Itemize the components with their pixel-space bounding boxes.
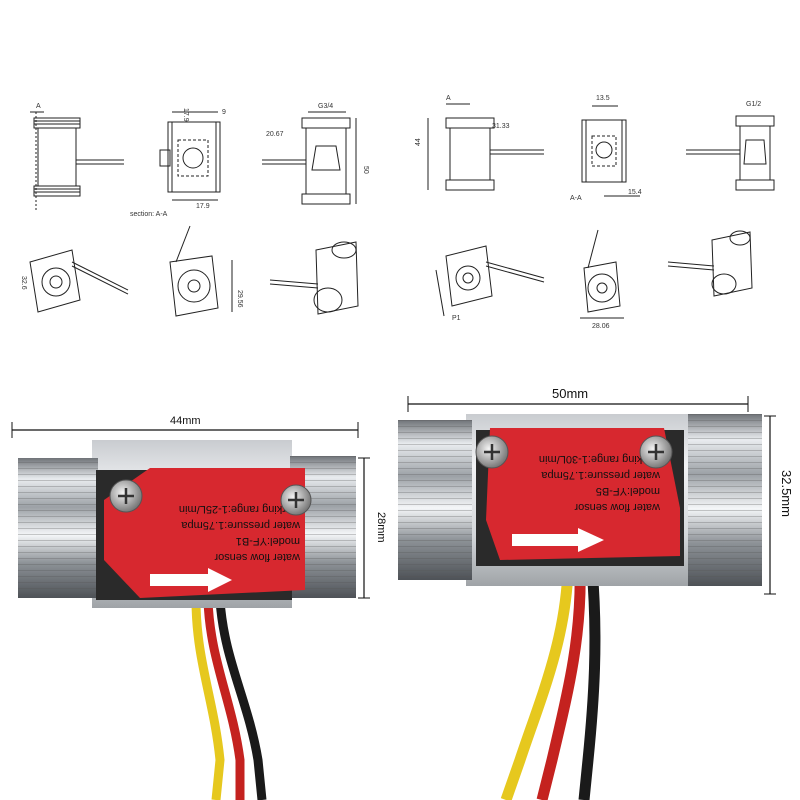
yf-b5-label-line-3: water pressure:1.75mpa [541,469,661,481]
yf-b1-iso-view-1 [29,249,129,313]
yf-b5-dim-width: 13.5 [596,95,610,102]
yf-b1-front-view [30,111,124,210]
yf-b1-dim-offset: 20.67 [266,131,284,138]
yf-b1-label-line-3: water pressure:1.75mpa [181,519,301,531]
yf-b1-dim-iso-a: 32.6 [20,276,27,290]
yf-b1-dim-height: 50 [362,166,369,174]
yf-b1-label-line-2: model:YF-B1 [236,535,300,547]
yf-b5-dim-iso-b: 28.06 [592,323,610,330]
yf-b5-iso-view-1 [435,245,545,317]
yf-b1-dim-width: 17.9 [182,108,189,122]
yf-b5-section-view [581,105,640,197]
yf-b5-section-label: A [446,95,451,102]
yf-b5-dim-bottom: 15.4 [628,189,642,196]
yf-b5-dim-left-height: 44 [415,138,422,146]
yf-b5-flow-arrow-icon [512,528,604,552]
yf-b5-dim-offset: 31.33 [492,123,510,130]
yf-b5-wires [500,567,601,800]
yf-b5-thread-right [688,414,762,586]
drawings-yf-b5: A 44 31.33 13.5 A-A 15.4 G1/2 [415,95,775,330]
yf-b5-label-line-4: working range:1-30L/min [539,453,661,465]
yf-b5-side-view [686,115,775,191]
yf-b1-height-label: 28mm [375,512,387,543]
photo-yf-b1: 44mm water flow sensor model:YF-B1 water [11,415,387,800]
yf-b1-iso-view-3 [269,241,359,315]
yf-b1-thread-left [18,458,98,598]
photo-yf-b5: 50mm water flow sensor model:YF-B5 water… [398,386,794,800]
yf-b1-section-label: A [36,103,41,110]
yf-b1-dim-small: 9 [222,109,226,116]
yf-b1-wires [191,599,267,800]
yf-b1-section-caption: section: A-A [130,211,168,218]
yf-b5-length-label: 50mm [552,386,588,401]
yf-b1-iso-view-2 [169,225,233,317]
yf-b5-front-view [427,103,544,191]
yf-b1-dim-thread: G3/4 [318,103,333,110]
yf-b5-iso-view-3 [667,230,753,297]
yf-b1-label-line-1: water flow sensor [214,551,301,563]
yf-b5-thread-left [398,420,472,580]
yf-b1-dim-iso-b: 29.56 [236,290,243,308]
yf-b1-length-label: 44mm [170,415,201,427]
yf-b1-dim-bottom: 17.9 [196,203,210,210]
yf-b5-iso-view-2 [580,229,624,319]
yf-b5-red-label: water flow sensor model:YF-B5 water pres… [486,428,680,560]
yf-b1-label-line-4: working range:1-25L/min [179,503,301,515]
drawings-yf-b1: A 17.9 9 17.9 section: A-A 20.67 G3/4 [20,103,369,317]
yf-b1-flow-arrow-icon [150,568,232,592]
yf-b5-section-caption: A-A [570,195,582,202]
yf-b5-label-line-2: model:YF-B5 [596,485,660,497]
yf-b5-dim-thread: G1/2 [746,101,761,108]
yf-b1-side-view [262,111,357,205]
yf-b5-dim-iso-a: P1 [452,315,461,322]
yf-b1-section-view [159,111,221,201]
yf-b5-height-label: 32.5mm [779,470,794,517]
yf-b1-red-label: water flow sensor model:YF-B1 water pres… [104,468,305,598]
yf-b5-label-line-1: water flow sensor [574,501,661,513]
